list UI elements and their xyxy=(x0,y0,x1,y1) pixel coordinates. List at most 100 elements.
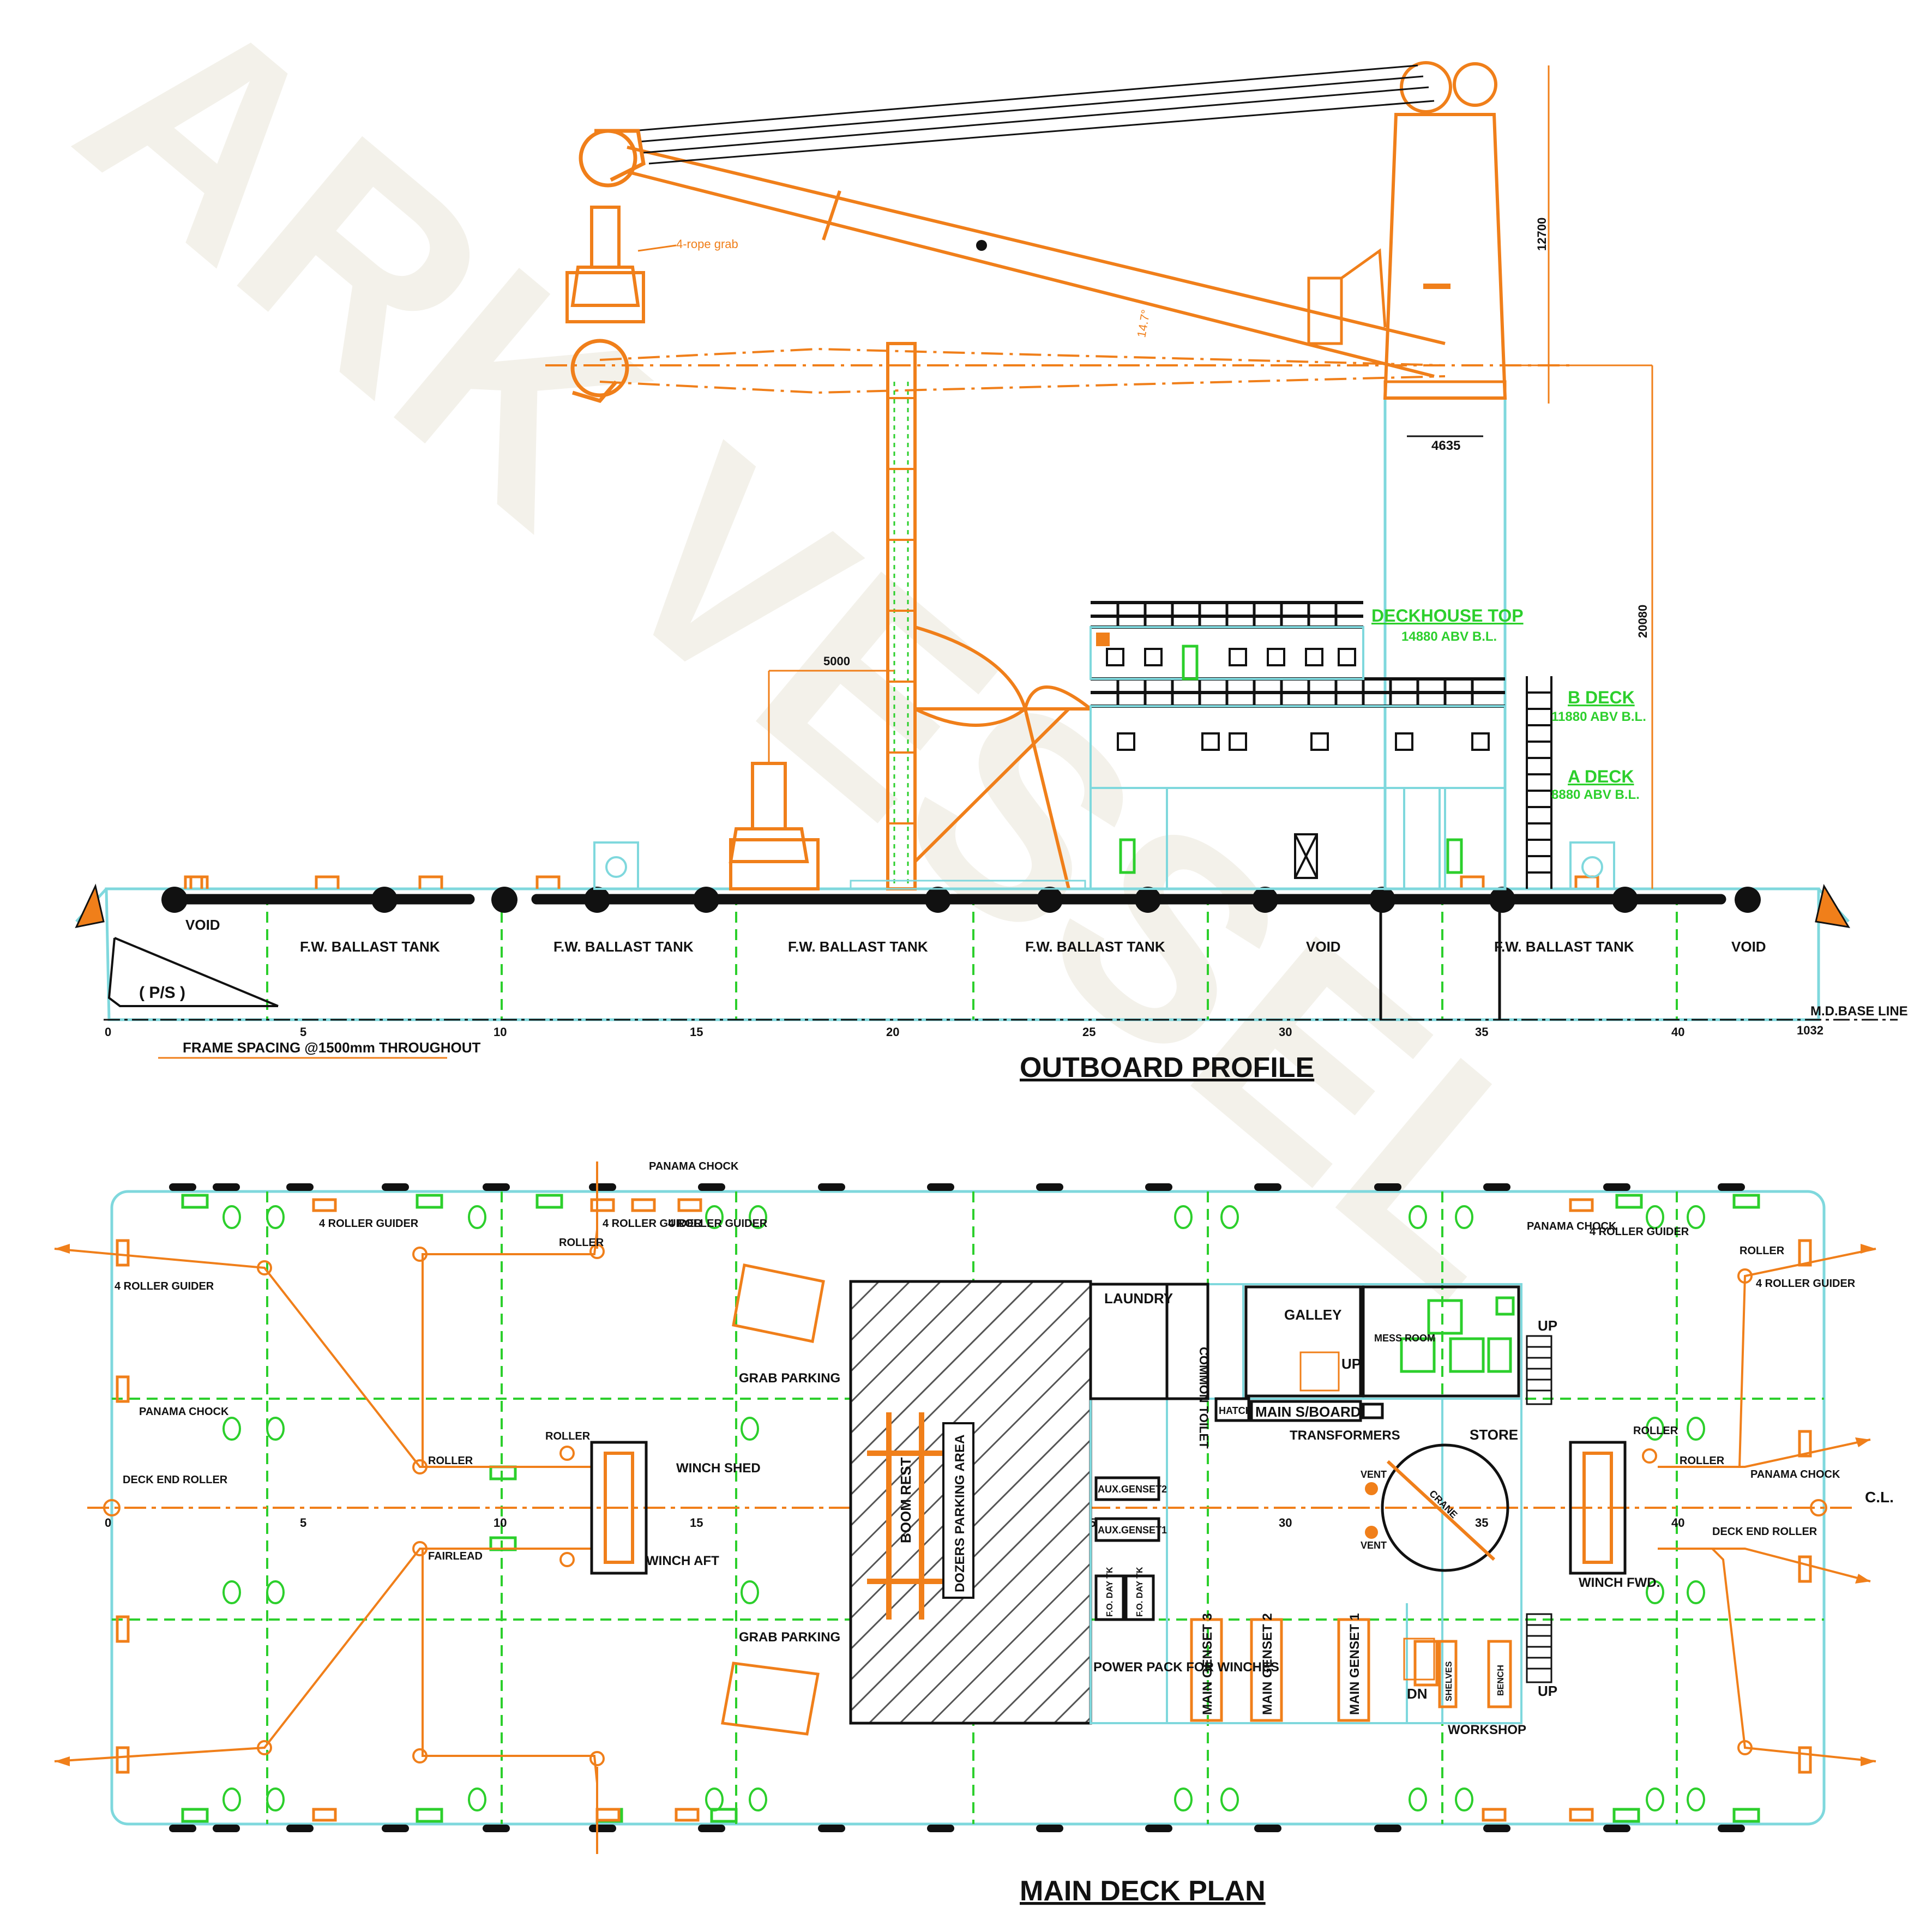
deck-name-top: DECKHOUSE TOP xyxy=(1371,606,1524,625)
plan-frame-number: 10 xyxy=(493,1516,507,1530)
tank-label: F.W. BALLAST TANK xyxy=(553,938,694,955)
winch-fwd xyxy=(1569,1441,1627,1575)
vents xyxy=(1365,1482,1378,1539)
crane-boom-raised xyxy=(627,146,1446,378)
main-deck-plan: C.L. 0 5 10 15 20 25 30 35 40 xyxy=(54,1160,1894,1907)
dimension-lines xyxy=(1505,65,1653,889)
label-hatch: HATCH xyxy=(1219,1405,1253,1416)
tank-label: VOID xyxy=(1306,938,1341,955)
mess-tables xyxy=(1400,1296,1515,1373)
deck-sockets xyxy=(222,1205,1705,1811)
tank-label: F.W. BALLAST TANK xyxy=(300,938,440,955)
crane-cab xyxy=(1307,248,1387,345)
label-up: UP xyxy=(1538,1317,1557,1334)
label-deck-end-roller: DECK END ROLLER xyxy=(1712,1526,1817,1538)
label-roller: ROLLER xyxy=(545,1430,591,1442)
stairs xyxy=(1299,1335,1552,1683)
tank-dividers xyxy=(266,894,1678,1020)
label-mess-room: MESS ROOM xyxy=(1374,1333,1435,1344)
boom-head-upper xyxy=(579,129,646,188)
deck-name-b: B DECK xyxy=(1568,688,1635,707)
grab-parking-pads xyxy=(721,1263,825,1736)
total-height-dim: 20080 xyxy=(1636,605,1650,638)
label-panama-chock-right-top: PANAMA CHOCK xyxy=(1527,1220,1617,1232)
label-deck-end-roller: DECK END ROLLER xyxy=(123,1474,228,1486)
baseline-label: M.D.BASE LINE xyxy=(1810,1004,1908,1019)
label-fo-day-tank: F.O. DAY TK xyxy=(1135,1567,1145,1617)
label-panama-chock-right: PANAMA CHOCK xyxy=(1750,1468,1840,1480)
frame-spacing-note: FRAME SPACING @1500mm THROUGHOUT xyxy=(183,1039,480,1056)
winch-aft xyxy=(590,1441,648,1575)
boom-rest-label: BOOM REST xyxy=(898,1457,914,1543)
label-power-pack: POWER PACK FOR WINCHES xyxy=(1093,1660,1279,1675)
label-grab-parking: GRAB PARKING xyxy=(739,1630,840,1645)
label-aux-genset: AUX.GENSET1 xyxy=(1098,1525,1167,1536)
boom-angle-label: 14.7° xyxy=(1134,309,1153,339)
label-vent: VENT xyxy=(1361,1469,1387,1480)
crane-height-dim: 12700 xyxy=(1535,218,1549,251)
fenders-plan xyxy=(169,1183,1745,1832)
tank-label: F.W. BALLAST TANK xyxy=(1025,938,1165,955)
grab-upper xyxy=(565,206,677,323)
cl-label: C.L. xyxy=(1865,1489,1894,1506)
crane-ropes xyxy=(632,64,1435,165)
frame-number: 35 xyxy=(1475,1025,1488,1039)
label-roller-guider-left: 4 ROLLER GUIDER xyxy=(115,1280,214,1292)
label-roller: ROLLER xyxy=(1633,1425,1678,1437)
tank-label: VOID xyxy=(1731,938,1766,955)
label-roller: ROLLER xyxy=(1680,1455,1725,1467)
outboard-profile: ( P/S ) xyxy=(75,61,1908,1084)
deck-height-b: 11880 ABV B.L. xyxy=(1551,709,1646,724)
label-winch-shed: WINCH SHED xyxy=(676,1461,761,1476)
green-bitts xyxy=(181,1194,1760,1823)
deckhouse-walls xyxy=(1089,1283,1520,1621)
label-grab-parking: GRAB PARKING xyxy=(739,1371,840,1386)
deck-height-top: 14880 ABV B.L. xyxy=(1401,629,1497,644)
label-aux-genset: AUX.GENSET2 xyxy=(1098,1484,1167,1495)
label-winch-aft: WINCH AFT xyxy=(646,1554,719,1568)
tank-label: F.W. BALLAST TANK xyxy=(1494,938,1634,955)
grab-on-deck xyxy=(729,670,894,890)
label-roller-guider: 4 ROLLER GUIDER xyxy=(319,1218,419,1230)
mooring-winches xyxy=(593,841,1615,890)
orange-fittings xyxy=(116,1198,1812,1822)
label-main-genset: MAIN GENSET 3 xyxy=(1200,1613,1215,1715)
roller-points xyxy=(103,1244,1827,1766)
label-bench: BENCH xyxy=(1496,1665,1506,1696)
frame-number: 30 xyxy=(1279,1025,1292,1039)
label-transformers: TRANSFORMERS xyxy=(1290,1428,1400,1443)
baseline-dim: 1032 xyxy=(1797,1024,1823,1037)
ps-label: ( P/S ) xyxy=(139,984,185,1002)
plan-frame-number: 35 xyxy=(1475,1516,1488,1530)
boom-head-lower xyxy=(570,339,629,404)
label-laundry: LAUNDRY xyxy=(1104,1290,1173,1307)
label-workshop: WORKSHOP xyxy=(1448,1723,1526,1737)
label-dn: DN xyxy=(1407,1686,1428,1702)
bow-stern-fittings xyxy=(75,883,1850,929)
label-roller-guider: 4 ROLLER GUIDER xyxy=(603,1218,702,1230)
gensets xyxy=(1190,1618,1512,1722)
frame-ruler-profile: 0 5 10 15 20 25 30 35 40 M.D.BASE LINE 1… xyxy=(104,1004,1908,1059)
mooring-line-arrows xyxy=(55,1244,1876,1766)
frame-number: 5 xyxy=(300,1025,306,1039)
watermark: ARK VESSEL xyxy=(27,0,1618,1353)
plan-frame-number: 30 xyxy=(1279,1516,1292,1530)
tank-label: VOID xyxy=(185,917,220,933)
frame-number: 25 xyxy=(1082,1025,1096,1039)
reach-dim: 5000 xyxy=(823,654,850,668)
label-roller-guider-right-top: 4 ROLLER GUIDER xyxy=(1590,1226,1689,1238)
label-winch-fwd: WINCH FWD. xyxy=(1579,1575,1660,1590)
crane-pedestal: 4635 xyxy=(1383,61,1507,890)
label-panama-chock-left: PANAMA CHOCK xyxy=(139,1406,229,1418)
label-up: UP xyxy=(1538,1683,1557,1699)
label-panama-chock-top: PANAMA CHOCK xyxy=(649,1160,739,1172)
profile-title: OUTBOARD PROFILE xyxy=(1020,1052,1314,1084)
crane-width-dim: 4635 xyxy=(1431,438,1460,453)
plan-frame-number: 0 xyxy=(105,1516,111,1530)
label-roller-guider: 4 ROLLER GUIDER xyxy=(668,1218,768,1230)
frame-number: 20 xyxy=(886,1025,899,1039)
label-up: UP xyxy=(1341,1356,1361,1372)
label-main-genset: MAIN GENSET 2 xyxy=(1260,1613,1275,1715)
label-store: STORE xyxy=(1470,1427,1518,1443)
